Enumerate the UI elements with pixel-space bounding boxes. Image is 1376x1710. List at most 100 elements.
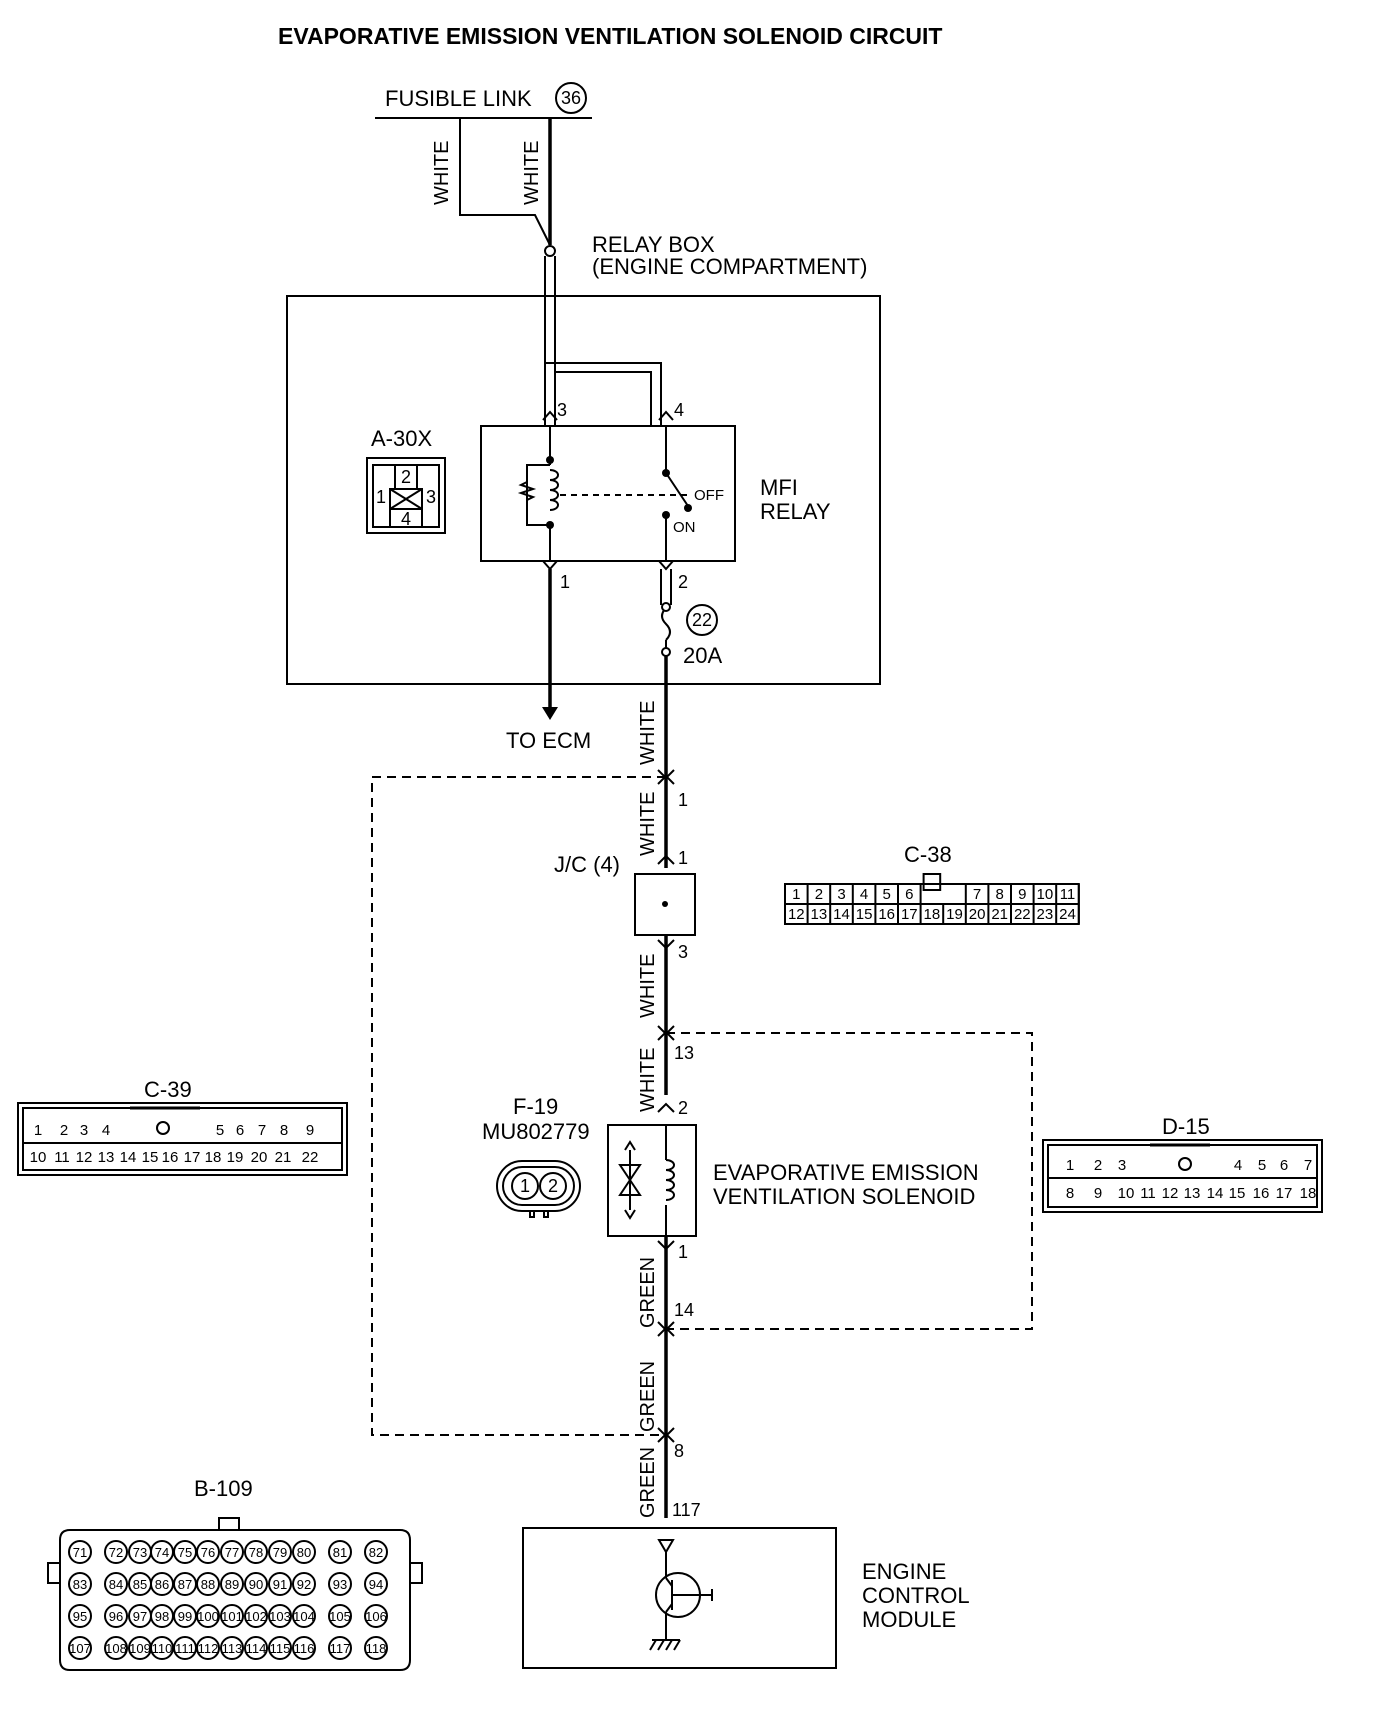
ecm-box [522, 1527, 837, 1669]
connector-b109-pin-socket [104, 1540, 128, 1564]
solenoid-pin-top: 2 [678, 1098, 688, 1118]
connector-b109-pin: 108 [105, 1641, 127, 1656]
pin-arrow-4 [658, 410, 674, 421]
solenoid-label-line2: VENTILATION SOLENOID [713, 1184, 975, 1209]
wire-label-white-3: WHITE [637, 701, 659, 765]
connector-d15-pin: 7 [1304, 1157, 1312, 1174]
junction-pin-in: 1 [678, 848, 688, 868]
connector-b109-pin-socket [68, 1604, 92, 1628]
connector-b109-pin-socket [292, 1572, 316, 1596]
connector-a30x-label: A-30X [371, 426, 432, 451]
connector-b109-pin-socket [268, 1636, 292, 1660]
resistor-icon [517, 481, 537, 501]
connector-c39-pin: 7 [258, 1122, 266, 1139]
relay-box-outline [286, 295, 881, 685]
connector-b109-pin: 94 [369, 1577, 383, 1592]
svg-text:4: 4 [401, 509, 411, 529]
connector-c38-pin: 14 [833, 906, 850, 923]
white-wire-1 [459, 118, 551, 246]
connector-c38-pin: 12 [788, 906, 805, 923]
connector-c39-pin: 13 [98, 1149, 115, 1166]
connector-b109-pin-socket [364, 1636, 388, 1660]
wire-label-green-1: GREEN [637, 1257, 659, 1328]
ecm-label-line1: ENGINE [862, 1559, 946, 1584]
connector-b109-pin: 95 [73, 1609, 87, 1624]
connector-c39-pin: 20 [251, 1149, 268, 1166]
connector-b109-pin: 97 [133, 1609, 147, 1624]
fuse-number: 22 [692, 610, 712, 630]
connector-b109-pin: 115 [270, 1641, 291, 1656]
connector-c38-pin: 18 [924, 906, 941, 923]
connector-d15-pin: 3 [1118, 1157, 1126, 1174]
connector-b109-pin: 113 [222, 1641, 243, 1656]
connector-b109-pin: 76 [201, 1545, 215, 1560]
junction-pin-out: 3 [678, 942, 688, 962]
connector-b109-pin: 74 [155, 1545, 169, 1560]
connector-b109-pin-socket [292, 1636, 316, 1660]
connector-b109-pin: 88 [201, 1577, 215, 1592]
wire-label-white-1: WHITE [431, 141, 453, 205]
connector-b109-pin-socket [364, 1540, 388, 1564]
harness-pin-a: 1 [678, 790, 688, 810]
relay-pin-1: 1 [560, 572, 570, 592]
connector-b109-pin: 79 [273, 1545, 287, 1560]
mfi-relay-label-line2: RELAY [760, 499, 831, 524]
connector-b109-pin-socket [292, 1604, 316, 1628]
connector-b109-pin: 106 [365, 1609, 387, 1624]
relay-box-label-line1: RELAY BOX [592, 232, 715, 257]
connector-c38-pin: 3 [837, 886, 845, 903]
valve-icon [618, 1140, 642, 1220]
connector-b109-pin: 105 [329, 1609, 351, 1624]
to-ecm-label: TO ECM [506, 728, 591, 753]
ecm-label-line3: MODULE [862, 1607, 956, 1632]
connector-b109-pin: 116 [294, 1641, 315, 1656]
svg-text:1: 1 [520, 1176, 530, 1196]
connector-b109-pin: 102 [245, 1609, 267, 1624]
junction-label: J/C (4) [554, 852, 620, 877]
relay-pin-4: 4 [674, 400, 684, 420]
connector-b109-pin-socket [364, 1572, 388, 1596]
connector-b109-pin-socket [196, 1572, 220, 1596]
connector-b109-pin: 89 [225, 1577, 239, 1592]
connector-b109-pin: 109 [129, 1641, 151, 1656]
connector-c38-pin: 19 [946, 906, 963, 923]
connector-c38-pin: 4 [860, 886, 868, 903]
connector-c38-pin: 8 [996, 886, 1004, 903]
connector-b109-pin-socket [328, 1572, 352, 1596]
connector-d15-pin: 1 [1066, 1157, 1074, 1174]
connector-c39-pin: 17 [184, 1149, 201, 1166]
harness-pin-c: 14 [674, 1300, 694, 1320]
connector-b109-pin: 82 [369, 1545, 383, 1560]
connector-c38-pin: 16 [878, 906, 895, 923]
connector-c39-pin: 14 [120, 1149, 137, 1166]
connector-d15-pin: 8 [1066, 1185, 1074, 1202]
wire-label-white-2: WHITE [521, 141, 543, 205]
connector-b109-pin-socket [104, 1572, 128, 1596]
connector-c38-pin: 10 [1037, 886, 1054, 903]
connector-b109-pin: 98 [155, 1609, 169, 1624]
harness-pin-b: 13 [674, 1043, 694, 1063]
connector-b109-pin-socket [68, 1636, 92, 1660]
connector-b109-pin-socket [364, 1604, 388, 1628]
connector-c39-pin: 4 [102, 1122, 110, 1139]
connector-b109-pin: 81 [333, 1545, 347, 1560]
connector-c38-pin: 11 [1060, 886, 1076, 903]
mfi-relay-label-line1: MFI [760, 475, 798, 500]
connector-c38-pin: 2 [815, 886, 823, 903]
connector-d15-pin: 6 [1280, 1157, 1288, 1174]
connector-c38-pin: 17 [901, 906, 918, 923]
connector-b109-pin: 111 [175, 1641, 195, 1656]
connector-f19-label: F-19 [513, 1094, 558, 1119]
connector-c39-pin: 2 [60, 1122, 68, 1139]
connector-d15-pin: 15 [1229, 1185, 1246, 1202]
connector-b109-pin: 117 [330, 1641, 351, 1656]
relay-on-label: ON [673, 519, 696, 536]
connector-b109-pin: 78 [249, 1545, 263, 1560]
wire-label-green-3: GREEN [637, 1447, 659, 1518]
fusible-link-number: 36 [561, 88, 581, 108]
connector-c39-pin: 18 [205, 1149, 222, 1166]
connector-c39-label: C-39 [144, 1077, 192, 1102]
connector-c39-pin: 19 [227, 1149, 244, 1166]
